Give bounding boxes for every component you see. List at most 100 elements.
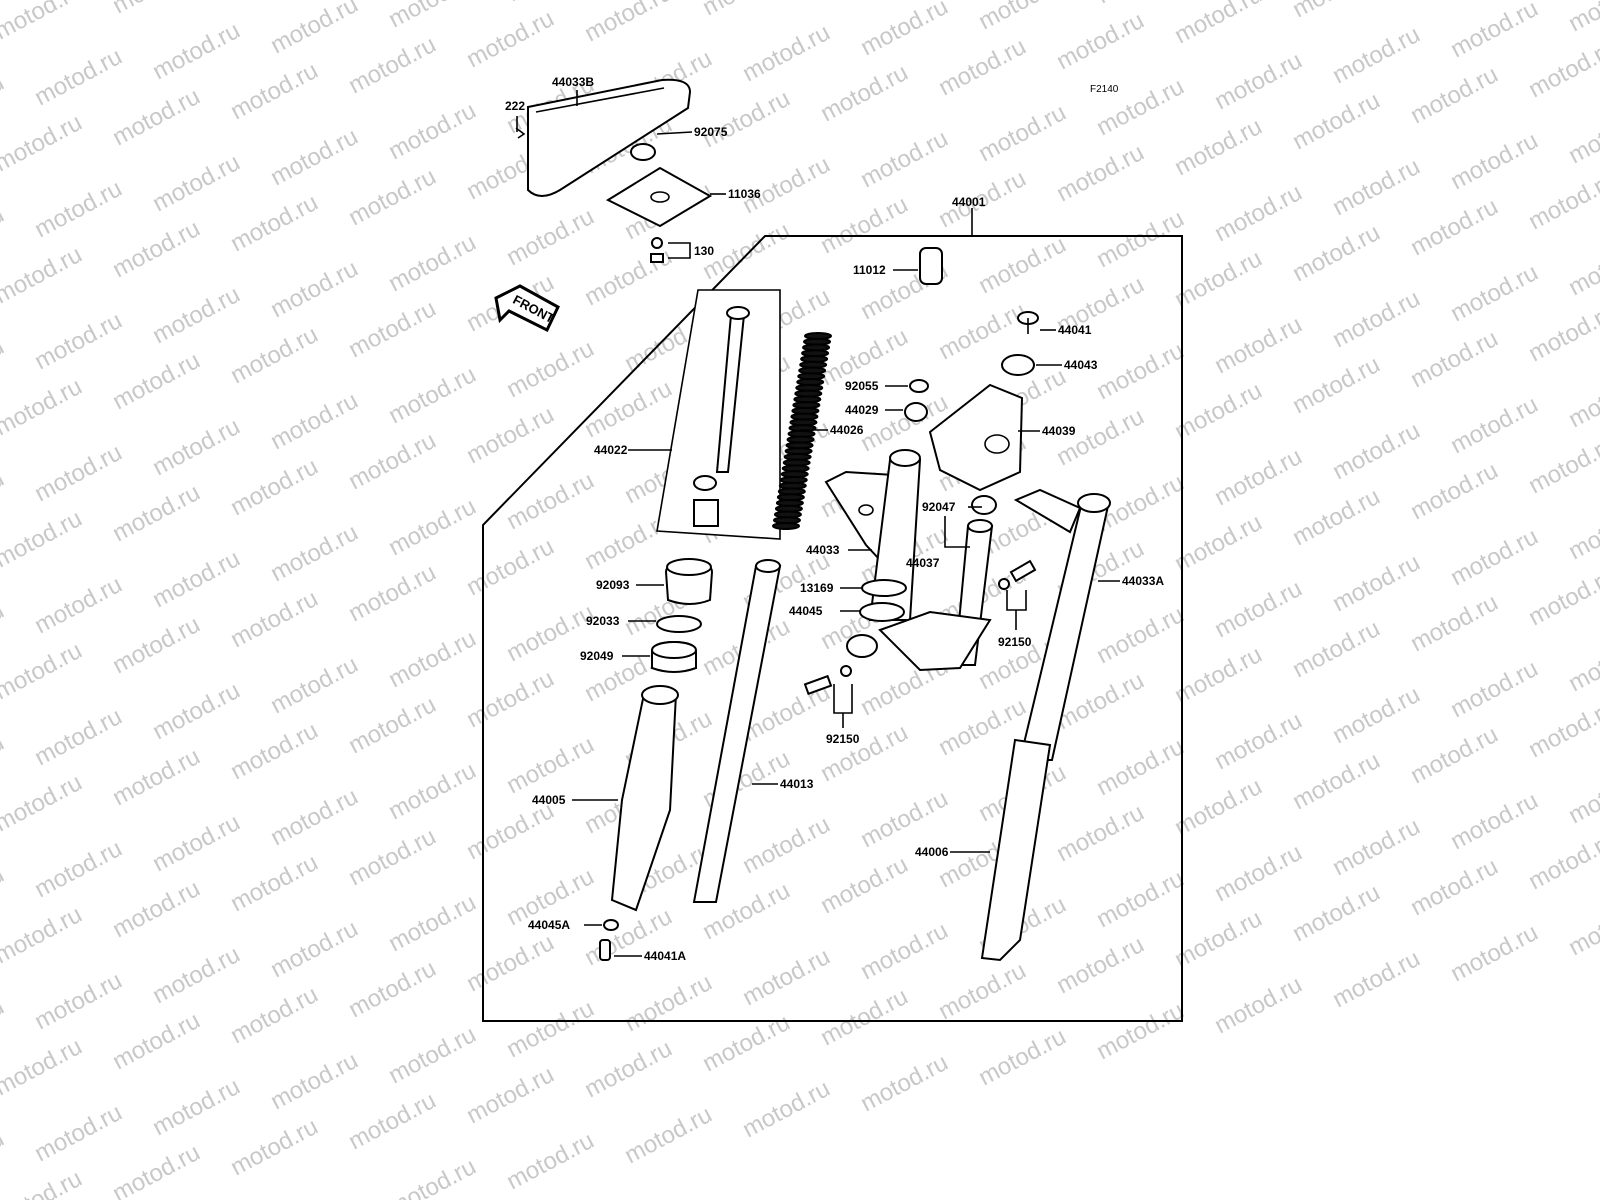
watermark-text: motod.ru — [1288, 351, 1384, 419]
watermark-text: motod.ru — [856, 917, 952, 985]
watermark-text: motod.ru — [108, 479, 204, 547]
label-44029: 44029 — [845, 403, 879, 417]
spring-coil — [772, 522, 800, 530]
assembly-outline — [482, 235, 1183, 1022]
label-92055: 92055 — [845, 379, 879, 393]
lower-clamp — [878, 610, 992, 672]
stem-44037-top — [967, 519, 993, 533]
bolt-92150-right — [1009, 559, 1037, 583]
watermark-text: motod.ru — [1210, 47, 1306, 115]
watermark-text: motod.ru — [816, 191, 912, 259]
watermark-text: motod.ru — [462, 533, 558, 601]
watermark-text: motod.ru — [1328, 417, 1424, 485]
watermark-text: motod.ru — [1564, 0, 1600, 37]
watermark-text: motod.ru — [266, 651, 362, 719]
watermark-text: motod.ru — [1170, 0, 1266, 49]
watermark-text: motod.ru — [462, 929, 558, 997]
label-44022: 44022 — [594, 443, 628, 457]
watermark-text: motod.ru — [344, 691, 440, 759]
watermark-text: motod.ru — [1092, 997, 1188, 1065]
watermark-text: motod.ru — [1328, 285, 1424, 353]
watermark-text: motod.ru — [226, 321, 322, 389]
watermark-text: motod.ru — [0, 1165, 86, 1200]
label-44039: 44039 — [1042, 424, 1076, 438]
watermark-text: motod.ru — [738, 151, 834, 219]
label-44005: 44005 — [532, 793, 566, 807]
watermark-text: motod.ru — [1406, 61, 1502, 129]
holder-44039-hole — [984, 434, 1010, 454]
watermark-text: motod.ru — [1288, 879, 1384, 947]
label-92049: 92049 — [580, 649, 614, 663]
watermark-text: motod.ru — [0, 597, 8, 665]
watermark-text: motod.ru — [974, 231, 1070, 299]
watermark-text: motod.ru — [384, 0, 480, 33]
watermark-text: motod.ru — [1170, 245, 1266, 313]
watermark-text: motod.ru — [580, 0, 676, 47]
watermark-text: motod.ru — [1406, 721, 1502, 789]
leader-130 — [668, 242, 691, 259]
watermark-text: motod.ru — [226, 981, 322, 1049]
watermark-text: motod.ru — [1564, 497, 1600, 565]
watermark-text: motod.ru — [1210, 575, 1306, 643]
watermark-text: motod.ru — [1170, 509, 1266, 577]
watermark-text: motod.ru — [148, 413, 244, 481]
watermark-text: motod.ru — [1170, 113, 1266, 181]
watermark-text: motod.ru — [620, 1101, 716, 1169]
watermark-text: motod.ru — [0, 333, 8, 401]
watermark-text: motod.ru — [462, 1061, 558, 1129]
damper-44043 — [1001, 354, 1035, 376]
label-92047: 92047 — [922, 500, 956, 514]
watermark-text: motod.ru — [148, 809, 244, 877]
piston-ring — [693, 475, 717, 491]
watermark-text: motod.ru — [698, 1009, 794, 1077]
washer-92150-left — [840, 665, 852, 677]
grommet-92075 — [630, 143, 656, 161]
nut-44029 — [904, 402, 928, 422]
watermark-text: motod.ru — [1092, 0, 1188, 9]
watermark-text: motod.ru — [108, 347, 204, 415]
watermark-text: motod.ru — [266, 0, 362, 59]
watermark-text: motod.ru — [384, 493, 480, 561]
watermark-text: motod.ru — [30, 175, 126, 243]
label-44045A: 44045A — [528, 918, 570, 932]
watermark-text: motod.ru — [30, 43, 126, 111]
watermark-text: motod.ru — [0, 373, 86, 441]
watermark-text: motod.ru — [148, 1073, 244, 1141]
watermark-text: motod.ru — [108, 83, 204, 151]
label-44006: 44006 — [915, 845, 949, 859]
watermark-text: motod.ru — [0, 1125, 8, 1193]
watermark-text: motod.ru — [1446, 655, 1542, 723]
ring-13169 — [861, 579, 907, 597]
bracket-hole — [650, 191, 670, 203]
watermark-text: motod.ru — [108, 611, 204, 679]
watermark-text: motod.ru — [1406, 457, 1502, 525]
watermark-text: motod.ru — [384, 757, 480, 825]
watermark-text: motod.ru — [1524, 167, 1600, 235]
watermark-text: motod.ru — [934, 957, 1030, 1025]
label-44033A: 44033A — [1122, 574, 1164, 588]
watermark-text: motod.ru — [502, 0, 598, 7]
watermark-text: motod.ru — [148, 677, 244, 745]
washer-130 — [651, 237, 663, 249]
watermark-text: motod.ru — [1170, 773, 1266, 841]
watermark-text: motod.ru — [1288, 0, 1384, 23]
watermark-text: motod.ru — [0, 465, 8, 533]
watermark-text: motod.ru — [1092, 865, 1188, 933]
bracket-92150-left — [833, 684, 853, 714]
tube-44013-top — [755, 559, 781, 573]
watermark-text: motod.ru — [30, 835, 126, 903]
watermark-text: motod.ru — [1406, 325, 1502, 393]
watermark-text: motod.ru — [1328, 813, 1424, 881]
spring-44026 — [772, 332, 832, 530]
watermark-text: motod.ru — [108, 1007, 204, 1075]
watermark-text: motod.ru — [266, 519, 362, 587]
watermark-text: motod.ru — [1288, 747, 1384, 815]
watermark-text: motod.ru — [266, 783, 362, 851]
watermark-text: motod.ru — [1328, 549, 1424, 617]
watermark-text: motod.ru — [1328, 681, 1424, 749]
watermark-text: motod.ru — [0, 69, 8, 137]
lower-clamp-ring — [846, 634, 878, 658]
watermark-text: motod.ru — [0, 0, 86, 45]
